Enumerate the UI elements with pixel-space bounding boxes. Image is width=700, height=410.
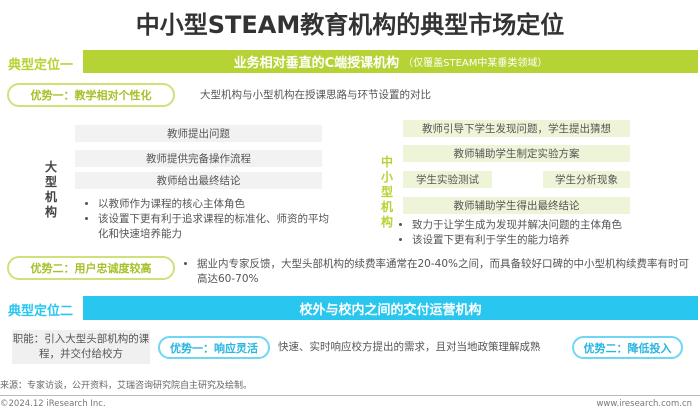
p2-advantage1-pill: 优势一：响应灵活 [158,336,270,359]
footer-divider [0,395,700,396]
advantage2-pill: 优势二：用户忠诚度较高 [7,256,175,280]
small-step: 学生分析现象 [543,171,630,188]
small-bullets: 致力于让学生成为发现并解决问题的主体角色 该设置下更有利于学生的能力培养 [398,218,692,248]
position2-bar: 校外与校内之间的交付运营机构 [83,296,698,320]
function-box: 职能：引入大型头部机构的课程，并交付给校方 [12,330,150,364]
position1-bar: 业务相对垂直的C端授课机构 （仅覆盖STEAM中某垂类领域） [83,50,698,73]
large-step: 教师给出最终结论 [75,172,322,189]
website-url: www.iresearch.com.cn [596,399,692,409]
position1-bar-note: （仅覆盖STEAM中某垂类领域） [403,58,548,69]
bullet: 该设置下更有利于学生的能力培养 [412,233,692,248]
position1-bar-title: 业务相对垂直的C端授课机构 [233,56,400,71]
small-step: 教师辅助学生得出最终结论 [403,197,630,214]
p2-advantage1-desc: 快速、实时响应校方提出的需求，且对当地政策理解成熟 [278,341,541,353]
advantage1-pill: 优势一：教学相对个性化 [7,83,175,107]
large-org-label: 大型机构 [44,160,57,219]
large-bullets: 以教师作为课程的核心主体角色 该设置下更有利于追求课程的标准化、师资的平均化和快… [84,197,338,242]
bullet: 据业内专家反馈，大型头部机构的续费率通常在20-40%之间，而具备较好口碑的中小… [197,257,697,287]
advantage2-desc: 据业内专家反馈，大型头部机构的续费率通常在20-40%之间，而具备较好口碑的中小… [183,257,697,287]
source-note: 来源：专家访谈，公开资料，艾瑞咨询研究院自主研究及绘制。 [0,381,253,391]
small-step: 教师辅助学生制定实验方案 [403,145,630,162]
copyright: ©2024.12 iResearch Inc. [0,399,106,409]
position1-label: 典型定位一 [8,58,74,73]
bullet: 以教师作为课程的核心主体角色 [98,197,338,212]
p2-advantage2-pill: 优势二：降低投入 [572,336,683,359]
small-org-label: 中小型机构 [380,155,393,229]
bullet: 该设置下更有利于追求课程的标准化、师资的平均化和快速培养能力 [98,212,338,242]
small-step: 教师引导下学生发现问题，学生提出猜想 [403,120,630,137]
position2-label: 典型定位二 [8,304,74,319]
large-step: 教师提供完备操作流程 [75,150,322,167]
large-step: 教师提出问题 [75,125,322,142]
page-title: 中小型STEAM教育机构的典型市场定位 [135,11,565,39]
small-step: 学生实验测试 [403,171,492,188]
bullet: 致力于让学生成为发现并解决问题的主体角色 [412,218,692,233]
advantage1-desc: 大型机构与小型机构在授课思路与环节设置的对比 [200,89,431,101]
